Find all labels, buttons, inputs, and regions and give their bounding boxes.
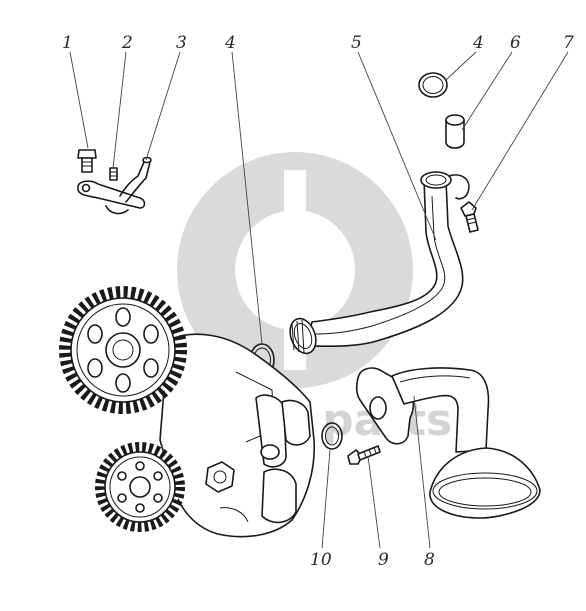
callout-4-upper-right: 4 [472, 33, 484, 53]
callout-10: 10 [310, 550, 332, 570]
callout-4-upper-left: 4 [224, 33, 236, 53]
part-6-sleeve [445, 114, 465, 149]
small-gear [95, 442, 185, 532]
callout-8: 8 [424, 550, 435, 570]
part-9-bolt [347, 445, 381, 465]
leader-lines [69, 51, 569, 549]
callout-labels: 1 2 3 4 5 4 6 7 10 9 8 [62, 33, 574, 570]
large-gear [59, 286, 187, 414]
callout-2: 2 [121, 33, 133, 53]
oil-pump-assembly [59, 286, 316, 538]
part-10-o-ring [321, 422, 343, 450]
part-8-suction-pipe [355, 367, 541, 519]
callout-1: 1 [62, 33, 73, 53]
part-4-o-ring-upper [418, 72, 448, 98]
part-5-tube [289, 171, 470, 355]
part-7-bolt [460, 201, 479, 233]
part-2-pin [109, 167, 118, 181]
callout-6: 6 [510, 33, 521, 53]
callout-9: 9 [378, 550, 389, 570]
callout-3: 3 [176, 33, 187, 53]
callout-7: 7 [563, 33, 574, 53]
part-1-bolt [77, 149, 97, 173]
callout-5: 5 [351, 33, 362, 53]
